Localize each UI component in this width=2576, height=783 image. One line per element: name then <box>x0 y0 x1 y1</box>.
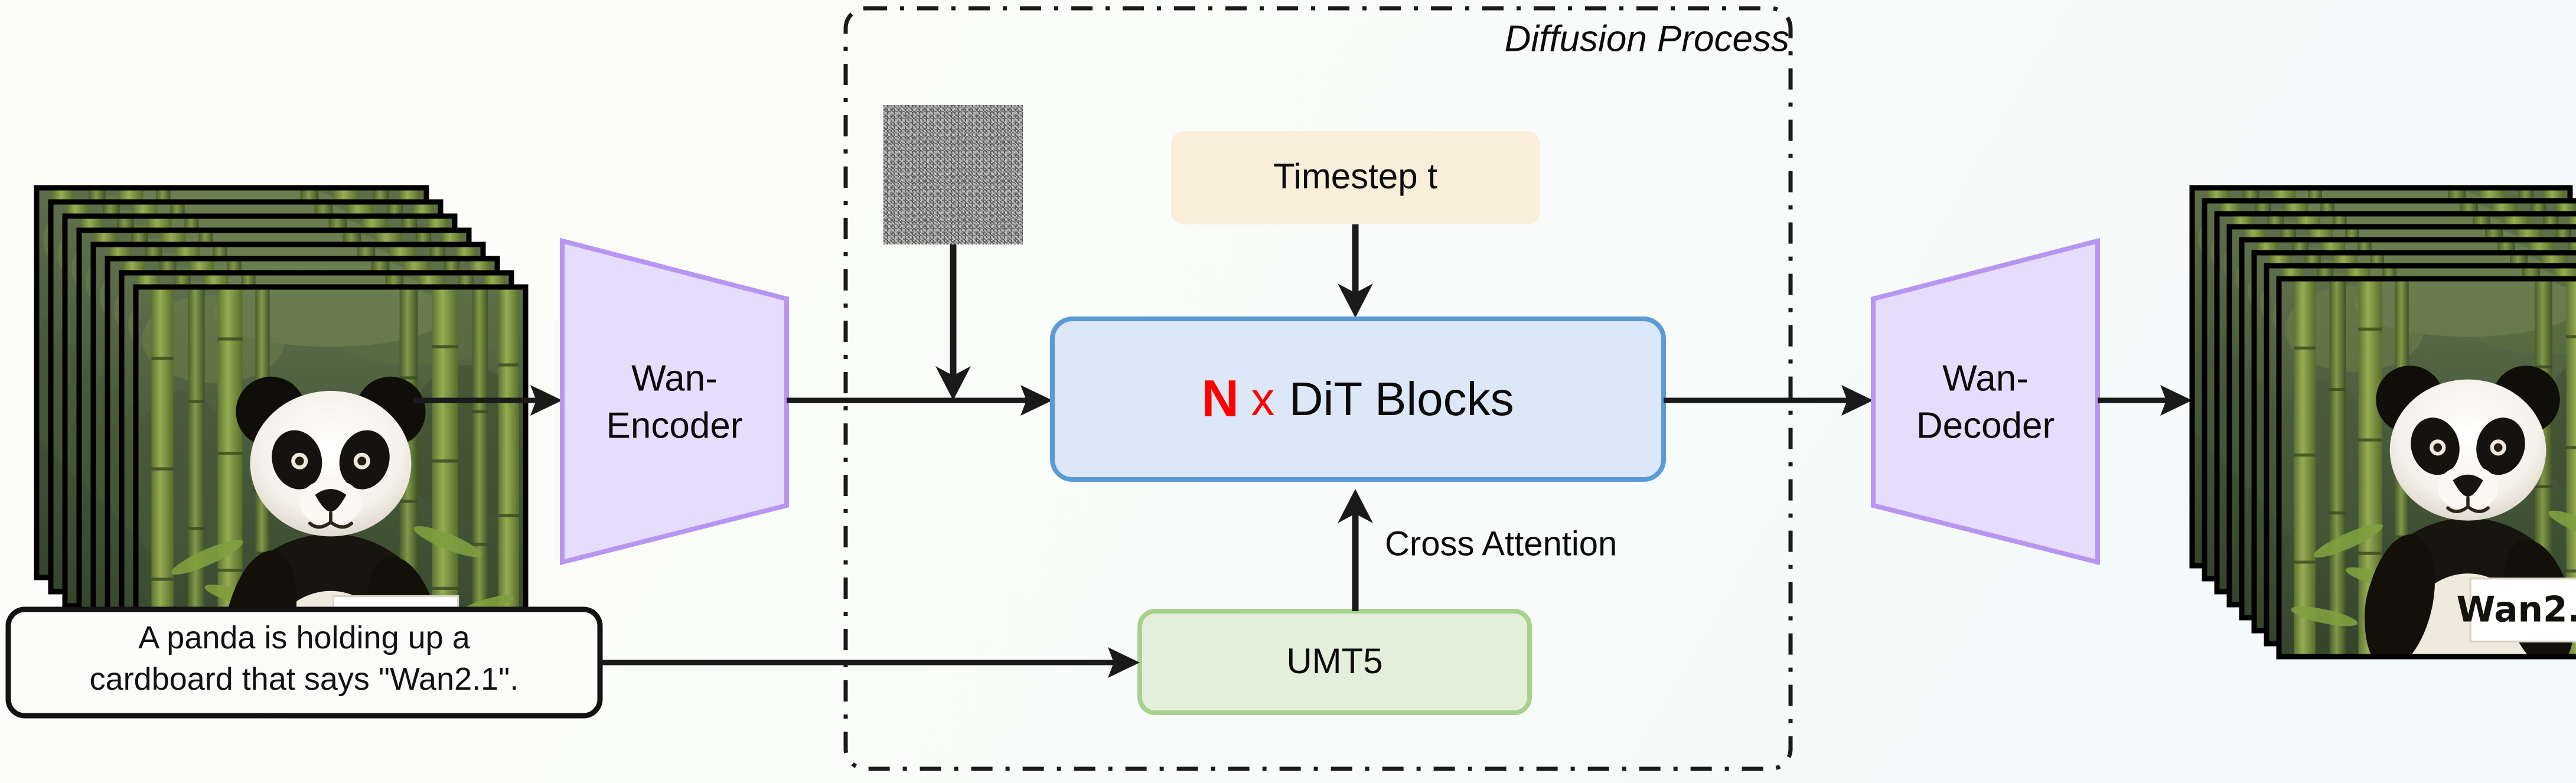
umt5-node: UMT5 <box>1137 609 1532 715</box>
wan-encoder-node: Wan- Encoder <box>560 237 789 566</box>
prompt-line1: A panda is holding up a <box>138 620 470 655</box>
edge-frames-to-encoder <box>413 385 562 416</box>
gaussian-noise-patch <box>883 105 1023 244</box>
dit-blocks-label: N x DiT Blocks <box>1201 369 1514 428</box>
edge-dit-to-decoder <box>1664 385 1873 416</box>
dit-blocks-n: N <box>1201 369 1239 428</box>
wan-decoder-node: Wan- Decoder <box>1871 237 2100 566</box>
wan-encoder-label-line1: Wan- <box>631 358 718 399</box>
timestep-label: Timestep t <box>1273 156 1437 196</box>
edge-prompt-to-umt5 <box>600 647 1140 678</box>
edge-noise-to-latent-path <box>935 244 971 400</box>
diffusion-process-label: Diffusion Process <box>1505 18 1789 59</box>
edge-decoder-to-frames <box>2098 385 2192 416</box>
output-video-frames <box>2189 185 2576 660</box>
wan-decoder-label-line2: Decoder <box>1916 405 2055 446</box>
wan-encoder-label-line2: Encoder <box>606 405 743 446</box>
timestep-node: Timestep t <box>1171 131 1540 224</box>
cross-attention-label: Cross Attention <box>1385 524 1617 563</box>
wan-decoder-label-line1: Wan- <box>1942 358 2029 399</box>
prompt-line2: cardboard that says "Wan2.1". <box>90 661 519 697</box>
dit-blocks-node: N x DiT Blocks <box>1050 317 1666 482</box>
dit-blocks-rest: DiT Blocks <box>1289 373 1514 425</box>
diffusion-process-border <box>843 6 1793 771</box>
diffusion-process-group: Diffusion Process <box>843 6 1793 771</box>
dit-blocks-x: x <box>1251 373 1274 425</box>
edge-umt5-to-dit: Cross Attention <box>1338 489 1617 611</box>
prompt-node: A panda is holding up a cardboard that s… <box>5 606 603 719</box>
edge-timestep-to-dit <box>1338 224 1373 318</box>
umt5-label: UMT5 <box>1286 641 1382 681</box>
edge-encoder-to-dit <box>787 385 1052 416</box>
